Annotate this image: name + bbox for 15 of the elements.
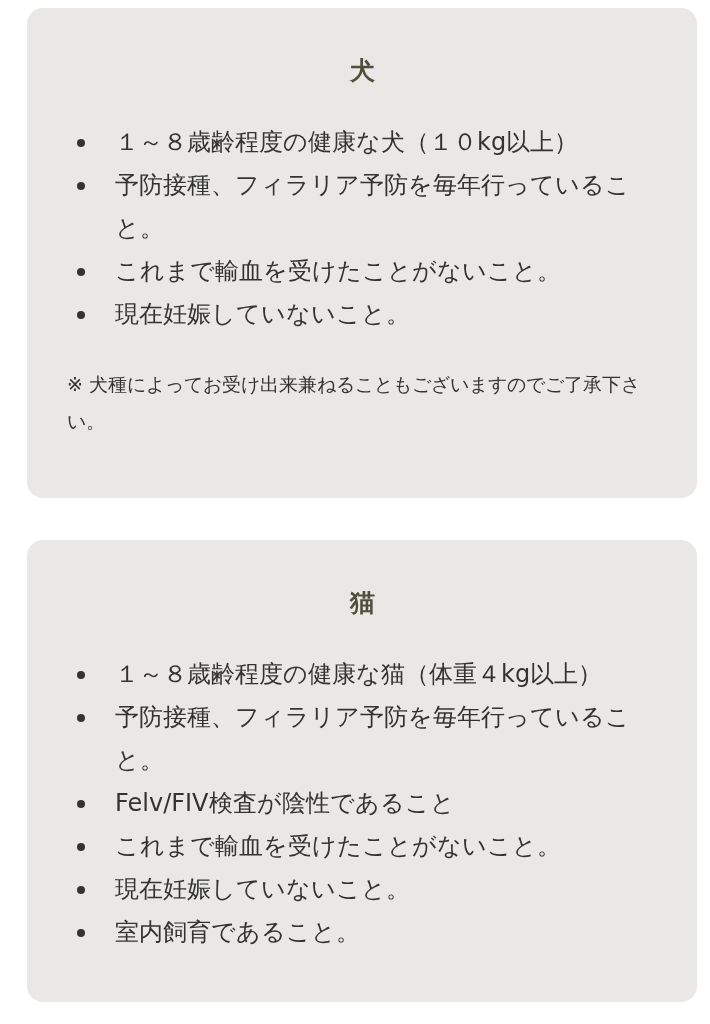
bullet-item: 現在妊娠していないこと。: [73, 293, 645, 336]
bullet-item: 現在妊娠していないこと。: [73, 868, 645, 911]
bullet-item: これまで輸血を受けたことがないこと。: [73, 825, 645, 868]
bullet-item: １～８歳齢程度の健康な猫（体重４kg以上）: [73, 653, 645, 696]
bullet-item: １～８歳齢程度の健康な犬（１０kg以上）: [73, 121, 645, 164]
card-heading: 犬: [349, 55, 375, 87]
note-text: ※ 犬種によってお受け出来兼ねることもございますのでご了承下さい。: [67, 366, 647, 440]
card-background: [27, 540, 697, 1002]
card-background: [27, 8, 697, 498]
bullet-item: これまで輸血を受けたことがないこと。: [73, 250, 645, 293]
card-heading: 猫: [349, 587, 375, 619]
bullet-item: 室内飼育であること。: [73, 911, 645, 954]
bullet-item: Felv/FIV検査が陰性であること: [73, 782, 645, 825]
bullet-item: 予防接種、フィラリア予防を毎年行っていること。: [73, 164, 645, 250]
bullet-item: 予防接種、フィラリア予防を毎年行っていること。: [73, 696, 645, 782]
